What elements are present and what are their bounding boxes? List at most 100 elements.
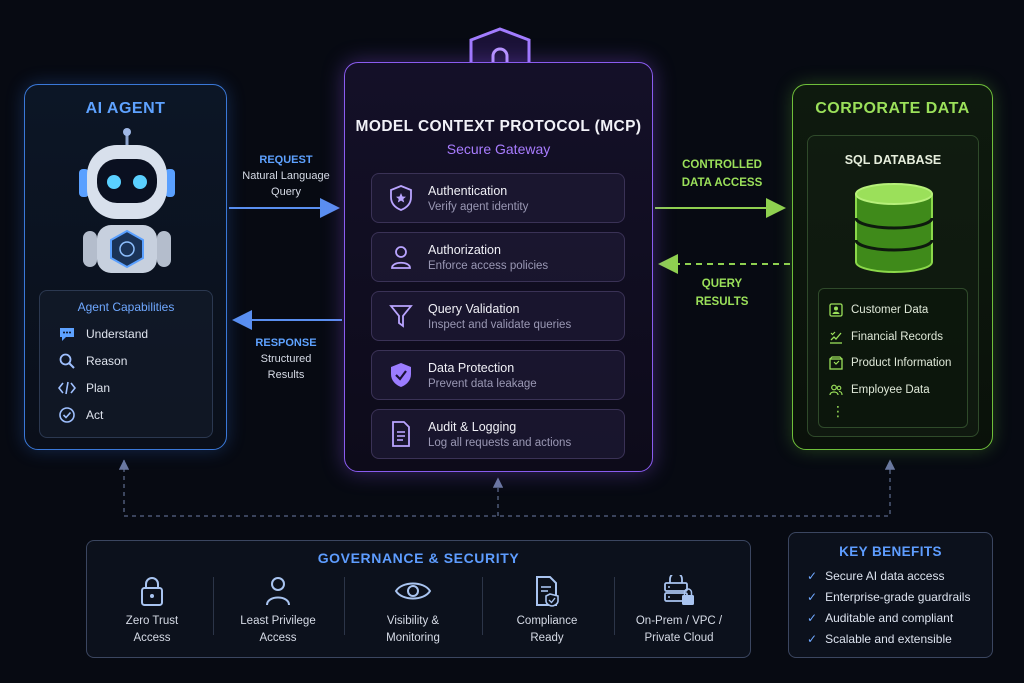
benefit-label: Scalable and extensible bbox=[825, 631, 952, 646]
eye-icon bbox=[394, 582, 432, 600]
query-results-line2: RESULTS bbox=[695, 296, 749, 308]
shield-check-icon bbox=[391, 363, 411, 387]
data-items-box: Customer Data Financial Records Product … bbox=[818, 288, 968, 428]
mcp-gateway-panel: MODEL CONTEXT PROTOCOL (MCP) Secure Gate… bbox=[344, 62, 653, 472]
checkmark-icon: ✓ bbox=[807, 631, 818, 646]
feature-desc: Prevent data leakage bbox=[428, 377, 537, 390]
data-item-label: Financial Records bbox=[851, 330, 944, 343]
people-icon bbox=[829, 384, 843, 395]
gov-line2: Monitoring bbox=[386, 632, 440, 644]
feature-desc: Enforce access policies bbox=[428, 259, 549, 272]
data-item-customer: Customer Data bbox=[829, 297, 967, 324]
gov-least-privilege: Least Privilege Access bbox=[218, 575, 338, 647]
query-results-line1: QUERY bbox=[701, 278, 743, 290]
gov-line1: On-Prem / VPC / bbox=[635, 615, 723, 627]
data-item-employee: Employee Data bbox=[829, 377, 967, 404]
gov-divider bbox=[344, 577, 345, 635]
data-item-label: Employee Data bbox=[851, 383, 930, 396]
response-line1: Structured bbox=[260, 353, 312, 365]
feature-title: Data Protection bbox=[428, 360, 515, 375]
checkmark-icon: ✓ bbox=[807, 589, 818, 604]
feature-desc: Log all requests and actions bbox=[428, 436, 572, 449]
funnel-icon bbox=[389, 305, 413, 328]
response-line2: Results bbox=[267, 369, 305, 381]
corporate-data-panel: CORPORATE DATA SQL DATABASE Customer Dat… bbox=[792, 84, 993, 450]
data-item-label: Customer Data bbox=[851, 304, 929, 317]
capability-label: Plan bbox=[86, 380, 111, 395]
code-icon bbox=[58, 381, 76, 394]
data-item-product: Product Information bbox=[829, 350, 967, 377]
response-label: RESPONSE Structured Results bbox=[232, 335, 340, 383]
gov-divider bbox=[482, 577, 483, 635]
governance-dashed-link bbox=[123, 460, 891, 517]
gov-line2: Ready bbox=[530, 632, 564, 644]
governance-panel: GOVERNANCE & SECURITY Zero Trust Access … bbox=[86, 540, 751, 658]
corporate-title: CORPORATE DATA bbox=[815, 100, 970, 117]
benefit-label: Enterprise-grade guardrails bbox=[825, 589, 971, 604]
sql-database-title: SQL DATABASE bbox=[844, 153, 942, 167]
gov-line1: Zero Trust bbox=[125, 615, 179, 627]
gov-divider bbox=[614, 577, 615, 635]
data-item-financial: Financial Records bbox=[829, 324, 967, 351]
mcp-subtitle: Secure Gateway bbox=[446, 141, 551, 157]
key-benefits-title: KEY BENEFITS bbox=[839, 544, 942, 559]
person-icon bbox=[266, 577, 290, 606]
capability-plan: Plan bbox=[58, 374, 212, 401]
gov-line2: Access bbox=[133, 632, 171, 644]
gov-line1: Compliance bbox=[516, 615, 578, 627]
benefit-label: Auditable and compliant bbox=[825, 610, 954, 625]
capability-reason: Reason bbox=[58, 347, 212, 374]
check-circle-icon bbox=[59, 406, 75, 423]
feature-title: Query Validation bbox=[428, 301, 520, 316]
request-label: REQUEST Natural Language Query bbox=[232, 152, 340, 200]
gov-compliance: Compliance Ready bbox=[487, 575, 607, 647]
compliance-doc-icon bbox=[536, 576, 559, 607]
ai-agent-title: AI AGENT bbox=[85, 100, 166, 117]
capability-understand: Understand bbox=[58, 320, 212, 347]
contact-card-icon bbox=[829, 303, 843, 317]
benefit-item: ✓ Scalable and extensible bbox=[807, 628, 992, 649]
gov-on-prem: On-Prem / VPC / Private Cloud bbox=[619, 575, 739, 647]
gov-zero-trust: Zero Trust Access bbox=[92, 575, 212, 647]
gov-line1: Visibility & bbox=[386, 615, 440, 627]
benefit-item: ✓ Enterprise-grade guardrails bbox=[807, 586, 992, 607]
robot-icon bbox=[79, 128, 175, 273]
controlled-line1: CONTROLLED bbox=[682, 159, 762, 171]
gov-visibility: Visibility & Monitoring bbox=[353, 575, 473, 647]
capability-label: Reason bbox=[86, 353, 128, 368]
query-results-label: QUERY RESULTS bbox=[666, 275, 778, 311]
database-icon bbox=[854, 183, 934, 273]
request-title: REQUEST bbox=[259, 154, 313, 166]
response-title: RESPONSE bbox=[255, 337, 317, 349]
benefit-label: Secure AI data access bbox=[825, 568, 945, 583]
agent-capabilities-title: Agent Capabilities bbox=[77, 300, 175, 314]
lock-icon bbox=[141, 577, 163, 606]
gov-line2: Access bbox=[259, 632, 297, 644]
capability-label: Act bbox=[86, 407, 104, 422]
gov-divider bbox=[213, 577, 214, 635]
box-icon bbox=[829, 356, 843, 370]
capability-act: Act bbox=[58, 401, 212, 428]
magnifier-icon bbox=[59, 353, 75, 369]
mcp-title: MODEL CONTEXT PROTOCOL (MCP) bbox=[355, 118, 642, 135]
feature-title: Authorization bbox=[428, 242, 501, 257]
benefit-item: ✓Auditable and compliant bbox=[807, 607, 992, 628]
data-item-label: Product Information bbox=[851, 357, 952, 370]
chat-bubble-icon bbox=[60, 327, 74, 341]
request-line2: Query bbox=[271, 186, 301, 198]
feature-title: Authentication bbox=[428, 183, 508, 198]
benefit-item: ✓ Secure AI data access bbox=[807, 565, 992, 586]
server-lock-icon bbox=[664, 575, 694, 605]
checkmark-icon: ✓ bbox=[807, 568, 818, 583]
feature-title: Audit & Logging bbox=[428, 419, 517, 434]
governance-title: GOVERNANCE & SECURITY bbox=[317, 550, 520, 566]
feature-desc: Verify agent identity bbox=[428, 200, 529, 213]
user-icon bbox=[391, 246, 411, 269]
more-items-indicator: ⋮ bbox=[831, 403, 845, 419]
